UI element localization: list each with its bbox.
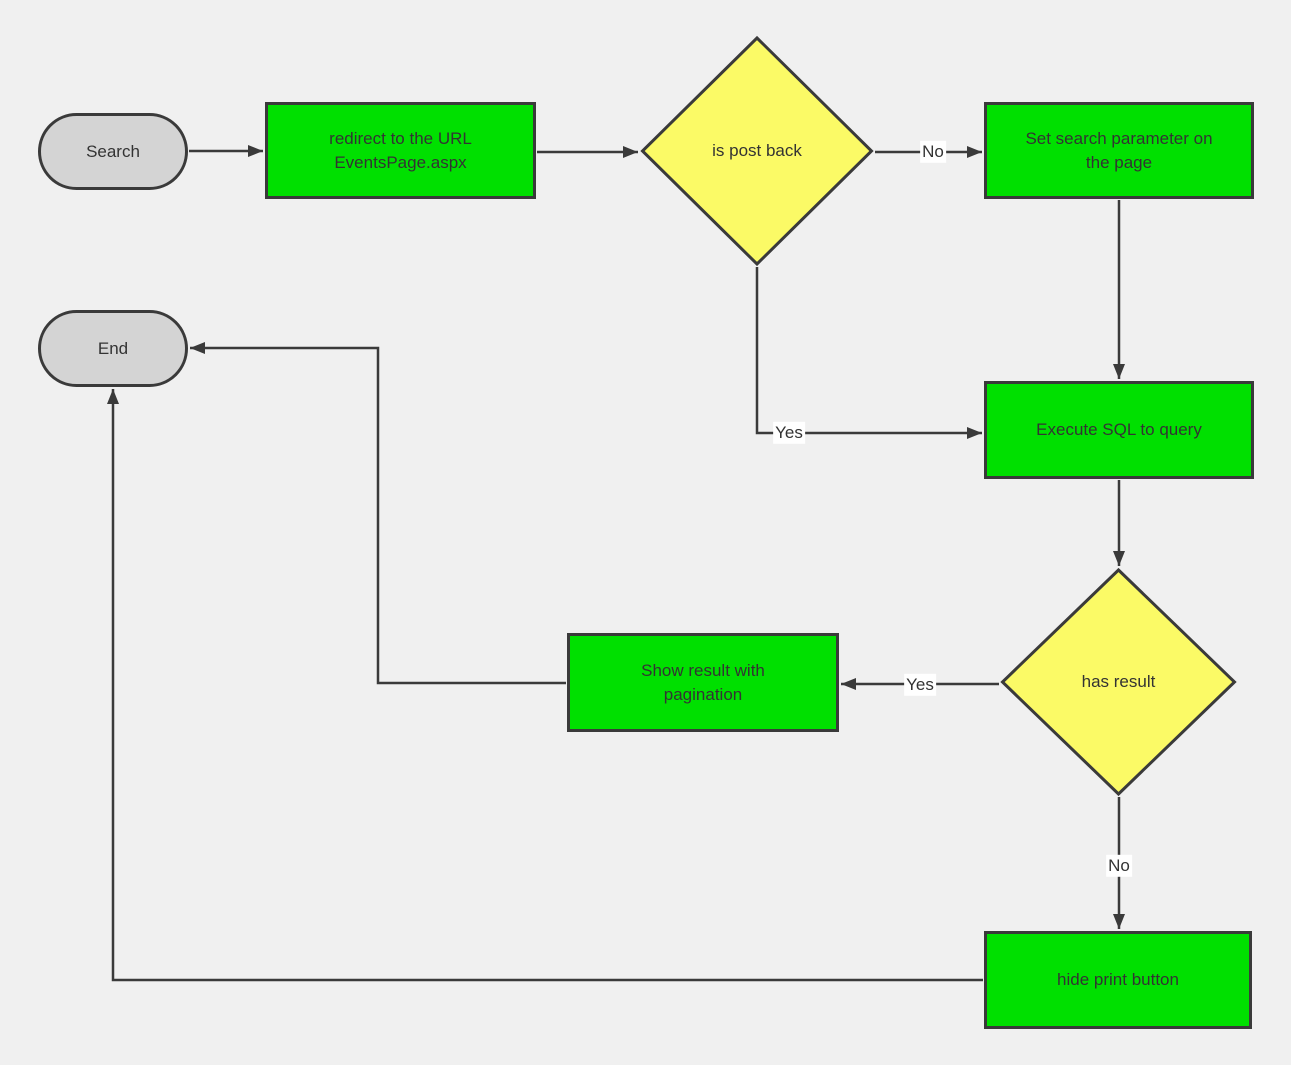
node-hide-print-button-label: hide print button bbox=[1057, 970, 1179, 990]
node-end: End bbox=[38, 310, 188, 387]
edge-ispostback-yes-executesql bbox=[755, 267, 982, 439]
node-execute-sql: Execute SQL to query bbox=[984, 381, 1254, 479]
edge-label-has-result-no: No bbox=[1106, 854, 1132, 878]
edge-label-is-post-back-no: No bbox=[920, 140, 946, 164]
node-set-search-parameter-label: Set search parameter on the page bbox=[1025, 128, 1213, 172]
node-start-search-label: Search bbox=[86, 141, 140, 161]
node-decision-is-post-back: is post back bbox=[640, 35, 874, 267]
node-decision-has-result: has result bbox=[1000, 567, 1237, 797]
decision-diamond-shape bbox=[640, 35, 874, 267]
edge-hideprint-to-end bbox=[107, 389, 983, 982]
node-show-result-pagination: Show result with pagination bbox=[567, 633, 839, 732]
node-start-search: Search bbox=[38, 113, 188, 190]
node-hide-print-button: hide print button bbox=[984, 931, 1252, 1029]
node-show-result-pagination-label: Show result with pagination bbox=[641, 660, 765, 704]
node-decision-has-result-label: has result bbox=[1081, 672, 1156, 692]
node-execute-sql-label: Execute SQL to query bbox=[1036, 420, 1202, 440]
node-redirect-url-label: redirect to the URL EventsPage.aspx bbox=[329, 128, 472, 172]
edge-showresult-to-end bbox=[190, 342, 566, 685]
node-end-label: End bbox=[97, 338, 129, 358]
edge-label-has-result-yes: Yes bbox=[904, 673, 936, 697]
node-redirect-url: redirect to the URL EventsPage.aspx bbox=[265, 102, 536, 199]
decision-diamond-shape bbox=[1000, 567, 1237, 797]
node-decision-is-post-back-label: is post back bbox=[712, 141, 802, 161]
edge-label-is-post-back-yes: Yes bbox=[773, 421, 805, 445]
node-set-search-parameter: Set search parameter on the page bbox=[984, 102, 1254, 199]
